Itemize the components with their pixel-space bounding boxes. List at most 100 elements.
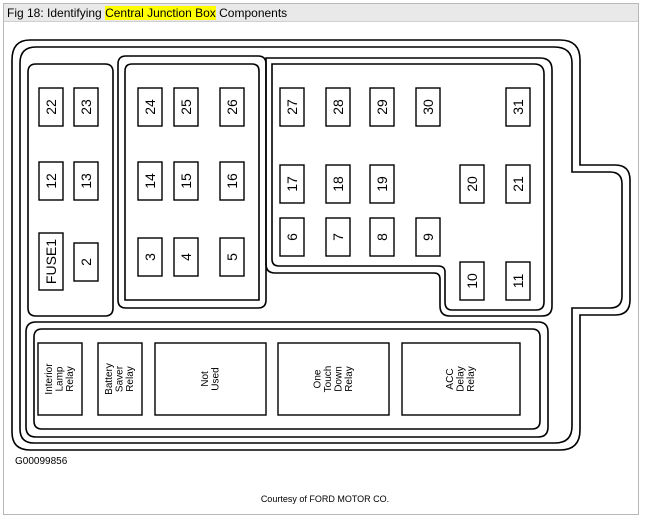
- fuse-23: 23: [73, 87, 99, 127]
- relay-section-inner-outline: [33, 328, 541, 430]
- figure-code: G00099856: [15, 456, 68, 467]
- relay-not-used-line: Used: [210, 367, 221, 390]
- fuse-13-box: [73, 161, 99, 201]
- title-highlight: Central Junction Box: [105, 6, 216, 20]
- fuse-11: 11: [505, 261, 531, 301]
- right-block-inner-outline: [265, 57, 553, 317]
- right-block-outline: [271, 63, 545, 311]
- middle-block-inner-outline: [124, 63, 260, 301]
- fuse-18-box: [325, 164, 351, 204]
- fuse-16-label: 16: [224, 173, 240, 189]
- fuse-14-label: 14: [142, 173, 158, 189]
- fuse-26: 26: [219, 87, 245, 127]
- relay-acc-delay-relay-line: ACC: [445, 368, 456, 389]
- fuse-26-label: 26: [224, 99, 240, 115]
- fuse-29-box: [369, 87, 395, 127]
- fuse-9-box: [415, 217, 441, 257]
- fuse-12-label: 12: [43, 173, 59, 189]
- fuse-22-label: 22: [43, 99, 59, 115]
- fuse-10: 10: [459, 261, 485, 301]
- fuse-28-label: 28: [330, 99, 346, 115]
- fuse-4-label: 4: [178, 253, 194, 261]
- relay-one-touch-down-relay-line: One: [312, 369, 323, 388]
- fuse-19: 19: [369, 164, 395, 204]
- fuse-2-box: [73, 242, 99, 282]
- fuse-20: 20: [459, 164, 485, 204]
- fuse-7: 7: [325, 217, 351, 257]
- relay-interior-lamp-relay-line: Interior: [44, 363, 55, 395]
- fuse-31-label: 31: [510, 99, 526, 115]
- fuse-30-box: [415, 87, 441, 127]
- fuse-29: 29: [369, 87, 395, 127]
- fuse-14-box: [137, 161, 163, 201]
- fuse-13-label: 13: [78, 173, 94, 189]
- fuse-4-box: [173, 237, 199, 277]
- fuse-6: 6: [279, 217, 305, 257]
- housing-outlines: [11, 39, 631, 451]
- fuse-25: 25: [173, 87, 199, 127]
- fuse-27-label: 27: [284, 99, 300, 115]
- fuse-30: 30: [415, 87, 441, 127]
- fuse-15: 15: [173, 161, 199, 201]
- fuse-11-label: 11: [510, 274, 526, 289]
- fuse-22: 22: [38, 87, 64, 127]
- relay-battery-saver-relay-line: Relay: [125, 366, 136, 392]
- fuse-9: 9: [415, 217, 441, 257]
- fuse-30-label: 30: [420, 99, 436, 115]
- fuse-3-box: [137, 237, 163, 277]
- relay-interior-lamp-relay-line: Relay: [65, 366, 76, 392]
- fuse-19-label: 19: [374, 176, 390, 192]
- fuse-19-box: [369, 164, 395, 204]
- fuse-29-label: 29: [374, 99, 390, 115]
- fuse-10-box: [459, 261, 485, 301]
- fuse-25-label: 25: [178, 99, 194, 115]
- relay-interior-lamp-relay-line: Lamp: [55, 366, 66, 391]
- outer-housing-inner-outline: [19, 46, 623, 444]
- relay-one-touch-down-relay-line: Down: [333, 366, 344, 392]
- fuse-26-box: [219, 87, 245, 127]
- fuse-16: 16: [219, 161, 245, 201]
- fuse-27: 27: [279, 87, 305, 127]
- relay-battery-saver-relay-line: Battery: [104, 363, 115, 395]
- fuse-11-box: [505, 261, 531, 301]
- fuse-28: 28: [325, 87, 351, 127]
- fuse-20-box: [459, 164, 485, 204]
- fuse-17-box: [279, 164, 305, 204]
- fuse-16-box: [219, 161, 245, 201]
- figure-title: Fig 18: Identifying Central Junction Box…: [4, 4, 638, 22]
- fuse-13: 13: [73, 161, 99, 201]
- fuse-12-box: [38, 161, 64, 201]
- fuse-8: 8: [369, 217, 395, 257]
- relay-not-used-line: Not: [200, 371, 211, 387]
- fuse-27-box: [279, 87, 305, 127]
- title-prefix: Fig 18: Identifying: [7, 6, 106, 20]
- fuse-2-label: 2: [78, 258, 94, 266]
- fuse-fuse1-label: FUSE1: [43, 239, 59, 284]
- fuse-8-box: [369, 217, 395, 257]
- fuse-5-label: 5: [224, 253, 240, 261]
- fuse-14: 14: [137, 161, 163, 201]
- relay-one-touch-down-relay-line: Touch: [323, 366, 334, 393]
- left-column-outline: [27, 63, 114, 317]
- fuse-15-label: 15: [178, 173, 194, 189]
- relay-section-outline: [25, 321, 549, 438]
- fuse-15-box: [173, 161, 199, 201]
- fuse-31-box: [505, 87, 531, 127]
- fuse-4: 4: [173, 237, 199, 277]
- fuse-5: 5: [219, 237, 245, 277]
- relay-one-touch-down-relay-box: [277, 342, 390, 416]
- fuse-18-label: 18: [330, 176, 346, 192]
- fuse-12: 12: [38, 161, 64, 201]
- relay-not-used-box: [154, 342, 267, 416]
- relay-acc-delay-relay-box: [401, 342, 521, 416]
- relay-acc-delay-relay-line: Relay: [466, 366, 477, 392]
- fuse-3-label: 3: [142, 253, 158, 261]
- title-suffix: Components: [215, 6, 288, 20]
- fuse-6-box: [279, 217, 305, 257]
